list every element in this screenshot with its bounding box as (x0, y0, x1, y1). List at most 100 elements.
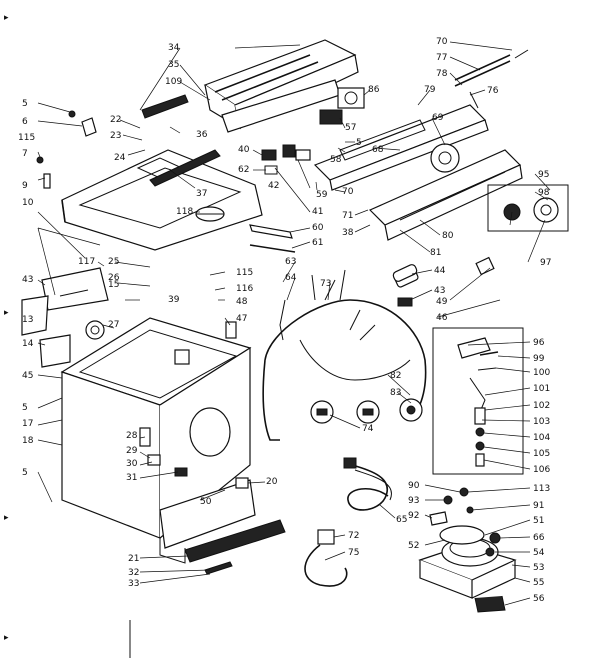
lid-hinge-bar (149, 149, 221, 187)
part-label: 109 (165, 77, 182, 87)
edge-mark: ▸ (4, 13, 9, 23)
part-label: 104 (533, 433, 550, 443)
console-cover (141, 94, 189, 119)
part-label: 48 (236, 297, 248, 307)
part-label: 7 (22, 149, 28, 159)
part-label: 65 (396, 515, 407, 525)
part-label: 99 (533, 354, 545, 364)
part-label: 62 (238, 165, 249, 175)
part-label: 79 (424, 85, 436, 95)
part-labels: 5 6 115 7 9 10 117 25 15 43 27 13 14 45 … (18, 37, 551, 604)
part-label: 83 (390, 388, 401, 398)
edge-mark: ▸ (4, 513, 9, 523)
part-label: 68 (372, 145, 384, 155)
part-label: 44 (434, 266, 446, 276)
part-label: 29 (126, 446, 138, 456)
part-label: 74 (362, 424, 374, 434)
part-label: 14 (22, 339, 34, 349)
part-label: 113 (533, 484, 550, 494)
part-label: 80 (442, 231, 454, 241)
part-label: 20 (266, 477, 278, 487)
valve-inset-box (432, 327, 524, 475)
part-label: 82 (390, 371, 401, 381)
part-label: 33 (128, 579, 139, 589)
part-label: 47 (236, 314, 247, 324)
part-label: 27 (108, 320, 119, 330)
part-label: 69 (432, 113, 444, 123)
part-label: 116 (236, 284, 253, 294)
part-label: 70 (436, 37, 448, 47)
timer-knob-assembly (430, 143, 460, 173)
edge-mark: ▸ (4, 308, 9, 318)
part-label: 43 (434, 286, 445, 296)
timer-motor (337, 87, 365, 109)
part-label: 60 (312, 223, 324, 233)
part-label: 63 (285, 257, 296, 267)
part-label: 97 (540, 258, 551, 268)
part-label: 5 (22, 99, 28, 109)
part-label: 81 (430, 248, 441, 258)
part-label: 72 (348, 531, 359, 541)
hinge-bracket (41, 267, 109, 311)
part-label: 77 (436, 53, 447, 63)
rod-assembly (454, 49, 529, 109)
part-label: 25 (108, 257, 119, 267)
thermal-cord (304, 529, 348, 587)
part-label: 115 (18, 133, 35, 143)
part-label: 57 (345, 123, 356, 133)
power-cord (343, 457, 392, 511)
part-label: 40 (238, 145, 250, 155)
knob-inset (487, 184, 569, 232)
inlet-hose-parts (392, 264, 418, 282)
part-label: 13 (22, 315, 33, 325)
part-label: 59 (316, 190, 328, 200)
part-label: 98 (538, 188, 550, 198)
part-label: 49 (436, 297, 448, 307)
part-label: 24 (114, 153, 126, 163)
part-label: 73 (320, 279, 331, 289)
small-parts-cluster (249, 144, 311, 253)
part-label: 41 (312, 207, 323, 217)
part-label: 50 (200, 497, 212, 507)
part-label: 5 (22, 403, 28, 413)
part-label: 71 (342, 211, 353, 221)
part-label: 90 (408, 481, 420, 491)
part-label: 32 (128, 568, 139, 578)
part-label: 93 (408, 496, 419, 506)
part-label: 30 (126, 459, 138, 469)
part-label: 39 (168, 295, 180, 305)
part-label: 95 (538, 170, 549, 180)
part-label: 5 (22, 468, 28, 478)
part-label: 38 (342, 228, 354, 238)
part-label: 28 (126, 431, 138, 441)
part-label: 54 (533, 548, 545, 558)
part-label: 96 (533, 338, 545, 348)
part-label: 46 (436, 313, 448, 323)
part-label: 102 (533, 401, 550, 411)
part-label: 91 (533, 501, 544, 511)
leader-lines (37, 41, 551, 606)
part-label: 115 (236, 268, 253, 278)
pump-pulley (85, 320, 105, 340)
part-label: 86 (368, 85, 380, 95)
part-label: 26 (108, 273, 120, 283)
part-label: 15 (108, 280, 119, 290)
pump-clamps (429, 487, 474, 526)
part-label: 42 (268, 181, 279, 191)
part-label: 36 (196, 130, 208, 140)
bracket-14 (39, 334, 71, 368)
part-label: 61 (312, 238, 323, 248)
part-label: 101 (533, 384, 550, 394)
part-label: 53 (533, 563, 544, 573)
part-label: 34 (168, 43, 180, 53)
pump-assembly (418, 525, 517, 613)
part-label: 92 (408, 511, 419, 521)
part-label: 103 (533, 417, 550, 427)
bracket-13 (21, 295, 49, 336)
part-label: 75 (348, 548, 359, 558)
part-label: 100 (533, 368, 550, 378)
part-label: 106 (533, 465, 550, 475)
part-label: 37 (196, 189, 207, 199)
